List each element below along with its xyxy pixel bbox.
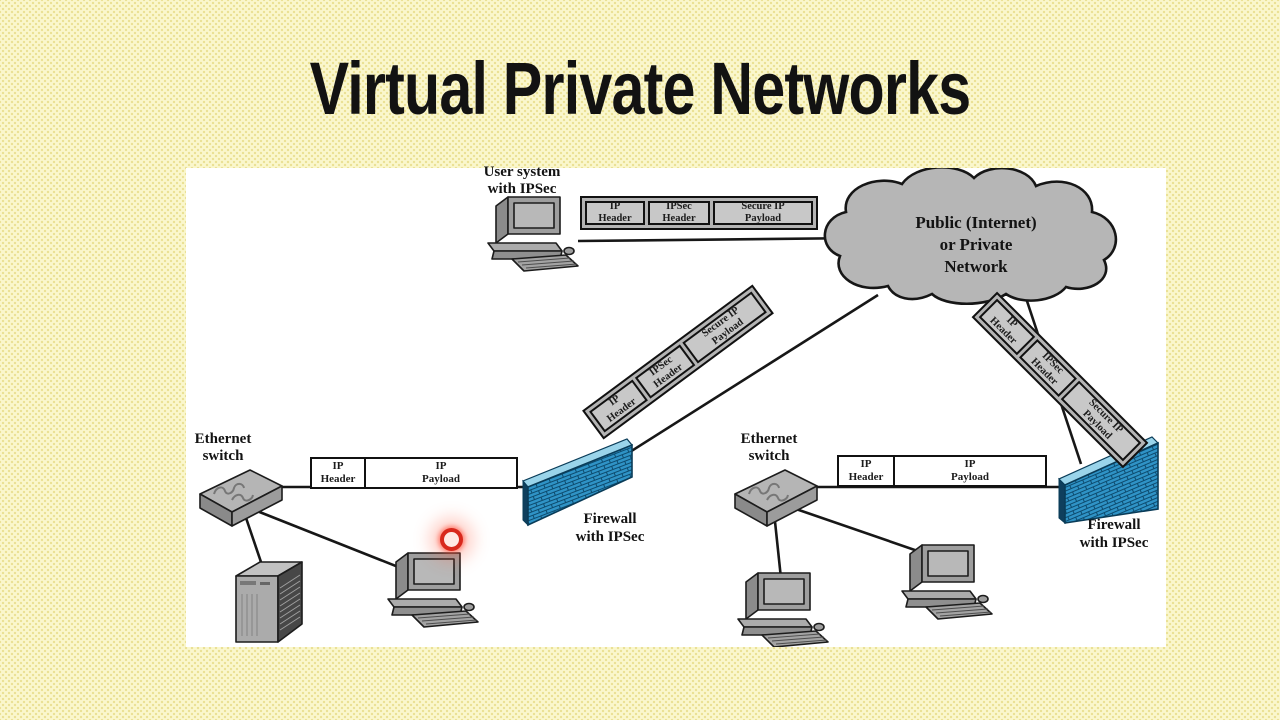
user-system-computer-icon [487,196,579,272]
right-workstation-2-icon [901,544,993,620]
left-ethernet-switch-icon [199,469,283,527]
firewall-right-label: Firewall with IPSec [1079,517,1149,551]
right-workstation-1-icon [737,572,829,647]
packet-cell: IP Header [839,457,895,485]
left-firewall-icon [522,438,633,527]
packet-cell: IP Payload [366,459,516,487]
server-icon [235,561,303,643]
slide-title-text: Virtual Private Networks [309,47,972,130]
cloud-label: Public (Internet) or Private Network [915,213,1037,276]
network-diagram-graphic [199,168,1160,647]
packet-cell: IPSec Header [648,201,710,225]
packet-cell: IP Payload [895,457,1045,485]
packet-cell: IP Header [585,201,645,225]
ethernet-switch-right-label: Ethernet switch [740,431,798,464]
link-left-switch-to-server [242,511,264,566]
laser-pointer-dot [440,528,463,551]
link-cloud-to-left-firewall [621,293,879,459]
right-ethernet-switch-icon [734,469,818,527]
packet-cell: IP Header [312,459,366,487]
diagram-panel: IP Header IPSec Header Secure IP Payload… [186,164,1166,647]
packet-ipsec-top: IP Header IPSec Header Secure IP Payload [580,196,818,230]
ethernet-switch-left-label: Ethernet switch [194,431,252,464]
packet-plain-right: IP Header IP Payload [837,455,1047,487]
packet-cell: Secure IP Payload [713,201,813,225]
user-system-label: User system with IPSec [483,164,561,197]
cloud-shape [823,168,1118,306]
packet-plain-left: IP Header IP Payload [310,457,518,489]
left-workstation-icon [387,552,479,628]
slide-title: Virtual Private Networks [0,44,1280,134]
firewall-left-label: Firewall with IPSec [575,511,645,545]
link-user-to-cloud [577,236,865,243]
